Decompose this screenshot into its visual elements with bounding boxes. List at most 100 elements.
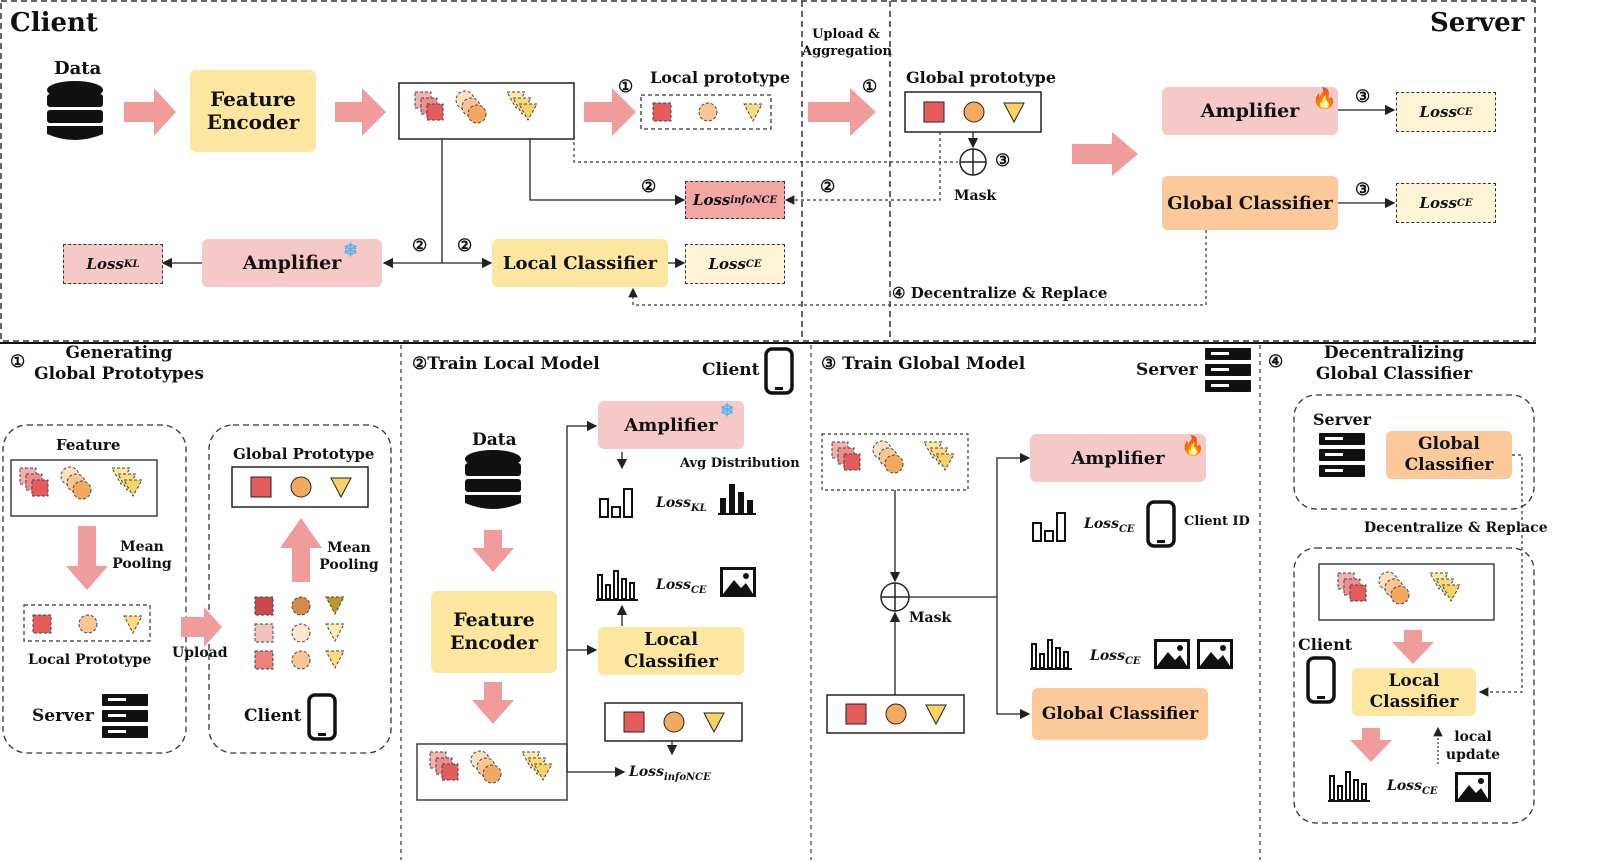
feature-cluster-p3: [831, 440, 955, 474]
prediction-bars-icon: [595, 570, 639, 601]
panel2-title: ②Train Local Model: [412, 354, 600, 374]
database-icon-p2: [465, 450, 521, 509]
loss-text: Loss: [1419, 103, 1457, 121]
phone-icon-p4: [1306, 656, 1336, 704]
step1-marker-a: ①: [618, 77, 634, 97]
loss-sub: CE: [1124, 655, 1141, 667]
server-title: Server: [1430, 8, 1525, 38]
loss-text: Loss: [1090, 648, 1125, 664]
loss-sub: CE: [1118, 523, 1135, 535]
fire-icon: 🔥: [1312, 86, 1337, 110]
prediction-bars-icon-p3: [1029, 639, 1073, 670]
global-prototype-label: Global prototype: [906, 68, 1057, 87]
snowflake-icon-p2: ❄: [720, 401, 735, 421]
image-icon-p4: [1455, 772, 1491, 802]
local-classifier-box-p4: Local Classifier: [1352, 668, 1476, 716]
step2-marker-d: ②: [457, 236, 473, 256]
image-icon-p3b: [1197, 639, 1233, 669]
top-frame: [0, 0, 1536, 342]
global-prototype-label-p1: Global Prototype: [233, 445, 375, 463]
server-icon-p4: [1319, 433, 1365, 477]
global-classifier-box-p4: Global Classifier: [1386, 431, 1512, 479]
mean-pooling-label-b: Mean Pooling: [319, 540, 379, 573]
server-label-p1: Server: [32, 706, 94, 726]
server-label-p3: Server: [1136, 360, 1198, 380]
client-id-label: Client ID: [1184, 514, 1250, 529]
client-label-p1: Client: [244, 706, 302, 726]
decentralize-text: Decentralize & Replace: [910, 284, 1108, 302]
data-label-p2: Data: [472, 430, 517, 450]
loss-sub: infoNCE: [663, 771, 711, 783]
phone-icon-p3: [1146, 500, 1176, 548]
loss-sub: CE: [690, 584, 707, 596]
panel4-server-region: [1293, 394, 1535, 510]
panel1-client-region: [208, 424, 392, 754]
loss-text: Loss: [86, 255, 124, 273]
loss-ce-p3a: LossCE: [1084, 516, 1135, 535]
loss-text: Loss: [1387, 778, 1422, 794]
upload-aggregation-label: Upload & Aggregation: [802, 27, 892, 59]
loss-text: Loss: [629, 764, 664, 780]
snowflake-icon: ❄: [343, 240, 359, 261]
avg-distribution-label: Avg Distribution: [680, 456, 800, 471]
client-label-p4: Client: [1298, 635, 1353, 654]
database-icon: [47, 81, 103, 140]
loss-sub: CE: [1456, 197, 1473, 209]
step1-marker-b: ①: [862, 77, 878, 97]
distribution-icon: [599, 488, 633, 518]
distribution-icon-p3: [1032, 512, 1066, 542]
loss-infonce-p2: LossinfoNCE: [629, 764, 711, 783]
decentralize-label-p4: Decentralize & Replace: [1364, 520, 1548, 536]
image-icon-p3a: [1154, 639, 1190, 669]
loss-sub: CE: [1421, 785, 1438, 797]
panel3-title-text: Train Global Model: [842, 354, 1026, 374]
step3-marker-a: ③: [1355, 87, 1371, 107]
feature-label-p1: Feature: [56, 436, 121, 454]
local-prototype-shapes: [652, 102, 763, 122]
server-icon-p1: [102, 694, 148, 738]
panel4-title: Decentralizing Global Classifier: [1315, 343, 1473, 384]
image-icon-p2: [720, 567, 756, 597]
local-update-label: local update: [1445, 729, 1501, 763]
step3-marker-b: ③: [1355, 180, 1371, 200]
loss-sub: CE: [1456, 106, 1473, 118]
global-classifier-box-top: Global Classifier: [1162, 176, 1338, 230]
avg-distribution-icon: [717, 483, 757, 515]
upload-label-p1: Upload: [172, 645, 228, 661]
step2-marker-c: ②: [412, 236, 428, 256]
loss-ce-p2: LossCE: [656, 577, 707, 596]
step3-marker-mask: ③: [995, 151, 1011, 171]
panel1-server-region: [2, 424, 187, 754]
panel4-client-region: [1293, 547, 1535, 824]
loss-text: Loss: [656, 577, 691, 593]
step2-marker-b: ②: [820, 177, 836, 197]
loss-ce-p3b: LossCE: [1090, 648, 1141, 667]
mask-label: Mask: [954, 188, 997, 204]
prediction-bars-icon-p4: [1327, 771, 1371, 802]
loss-sub: KL: [690, 502, 707, 514]
loss-text: Loss: [1084, 516, 1119, 532]
data-label: Data: [54, 58, 102, 79]
amplifier-box-p3: Amplifier: [1030, 434, 1206, 482]
panel2-title-text: Train Local Model: [427, 354, 600, 374]
feature-encoder-box-p2: Feature Encoder: [431, 591, 557, 673]
loss-sub: KL: [123, 258, 140, 270]
global-classifier-box-p3: Global Classifier: [1032, 688, 1208, 740]
panel2-step-marker: ②: [412, 354, 428, 374]
loss-text: Loss: [1419, 194, 1457, 212]
local-prototype-p1: [32, 614, 143, 634]
panel1-title: Generating Global Prototypes: [34, 343, 204, 384]
loss-sub: infoNCE: [730, 194, 778, 206]
local-prototype-label: Local prototype: [650, 68, 791, 87]
mean-pooling-label-a: Mean Pooling: [112, 539, 172, 572]
amplifier-box-server: Amplifier: [1162, 87, 1338, 135]
client-label-p2: Client: [702, 360, 760, 380]
panel3-step-marker: ③: [821, 354, 837, 374]
panel3-title: ③ Train Global Model: [821, 354, 1025, 374]
decentralize-label-top: ④ Decentralize & Replace: [892, 284, 1107, 302]
phone-icon-p2: [764, 347, 794, 395]
